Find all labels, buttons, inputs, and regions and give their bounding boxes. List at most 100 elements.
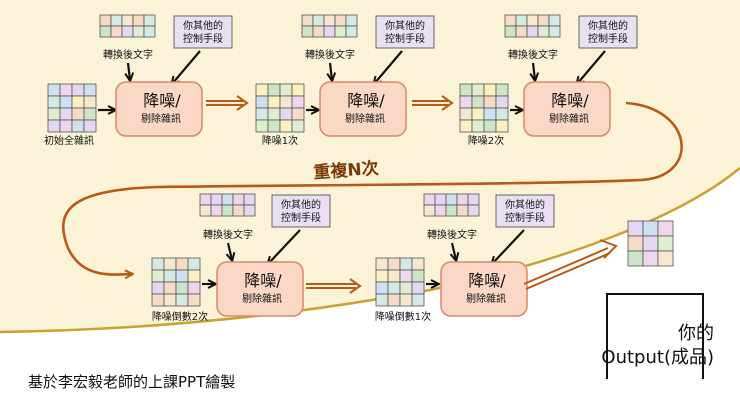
stage2-text-grid-cell xyxy=(334,25,347,38)
stage4-text-grid-cell xyxy=(199,204,212,217)
stage2-text-grid xyxy=(301,14,358,38)
stage5-text-grid xyxy=(423,193,480,217)
stage3-text-grid-cell xyxy=(537,14,550,27)
final-output-grid-cell xyxy=(642,235,659,252)
stage1-text-grid-cell xyxy=(121,25,134,38)
step1-grid-cell xyxy=(267,107,281,121)
step2-grid xyxy=(459,83,509,133)
arrow-final-line-b xyxy=(525,252,611,290)
stage5-denoise-box-title: 降噪/ xyxy=(468,271,506,290)
stage5-arrow-text xyxy=(452,242,456,260)
stage4-text-grid-cell xyxy=(210,193,223,206)
stage4-control-text: 你其他的控制手段 xyxy=(281,198,321,224)
rev1-grid-cell xyxy=(399,257,413,271)
stage4-text-grid-cell xyxy=(221,204,234,217)
step2-grid-cell xyxy=(483,95,497,109)
step2-grid-cell xyxy=(495,119,509,133)
rev1-grid-cell xyxy=(375,281,389,295)
initial-noise-grid-cell xyxy=(59,95,73,109)
rev2-grid-cell xyxy=(151,257,165,271)
stage1-denoise-box-title: 降噪/ xyxy=(143,91,181,110)
initial-noise-grid-cell xyxy=(83,95,97,109)
step1-grid-cell xyxy=(291,95,305,109)
rev1-grid-cell xyxy=(375,269,389,283)
stage4-denoise-box-subtitle: 剔除雜訊 xyxy=(242,292,282,305)
step2-grid-cell xyxy=(483,107,497,121)
step1-grid-cell xyxy=(279,107,293,121)
stage4-text-grid-cell xyxy=(221,193,234,206)
stage3-denoise-box-title: 降噪/ xyxy=(551,91,589,110)
background-wave-edge xyxy=(0,167,740,334)
stage3-text-grid-cell xyxy=(548,14,561,27)
stage4-text-grid-cell xyxy=(243,204,256,217)
stage4-denoise-box xyxy=(216,261,304,317)
stage1-arrow-control xyxy=(172,50,201,84)
initial-noise-grid-cell xyxy=(47,119,61,133)
rev1-grid-cell xyxy=(387,281,401,295)
rev1-grid-cell xyxy=(399,269,413,283)
final-output-grid-cell xyxy=(657,235,674,252)
stage5-text-grid-cell xyxy=(445,193,458,206)
stage3-text-grid-cell xyxy=(515,25,528,38)
stage5-arrow-control xyxy=(492,229,525,264)
rev1-label: 降噪倒數1次 xyxy=(375,310,431,323)
initial-noise-grid-cell xyxy=(59,107,73,121)
stage4-control-box xyxy=(271,194,331,228)
final-output-grid-cell xyxy=(627,235,644,252)
step1-grid-cell xyxy=(255,107,269,121)
repeat-loop-arrow xyxy=(62,101,683,275)
initial-noise-grid-cell xyxy=(71,107,85,121)
arrow-final-line-a xyxy=(523,247,609,285)
step2-label: 降噪2次 xyxy=(468,134,504,147)
stage2-text-grid-cell xyxy=(301,25,314,38)
rev2-grid-cell xyxy=(187,257,201,271)
step2-grid-cell xyxy=(495,83,509,97)
final-output-grid-cell xyxy=(627,220,644,237)
stage5-text-grid-cell xyxy=(445,204,458,217)
rev1-grid-cell xyxy=(399,281,413,295)
stage3-text-grid-cell xyxy=(526,14,539,27)
stage3-text-grid-cell xyxy=(515,14,528,27)
stage5-control-text: 你其他的控制手段 xyxy=(505,198,545,224)
stage2-arrow-text xyxy=(330,62,332,80)
rev1-grid-cell xyxy=(387,269,401,283)
stage5-text-grid-cell xyxy=(423,204,436,217)
step1-grid-cell xyxy=(291,119,305,133)
stage2-text-grid-cell xyxy=(323,25,336,38)
stage2-text-grid-cell xyxy=(312,14,325,27)
step2-grid-cell xyxy=(459,119,473,133)
rev2-grid-cell xyxy=(175,281,189,295)
stage3-control-box xyxy=(578,15,638,49)
rev1-grid-cell xyxy=(375,257,389,271)
step2-grid-cell xyxy=(471,107,485,121)
stage3-control-text: 你其他的控制手段 xyxy=(588,19,628,45)
stage1-text-grid-cell xyxy=(99,25,112,38)
rev2-grid-cell xyxy=(163,281,177,295)
rev2-grid-cell xyxy=(163,257,177,271)
stage4-text-label: 轉換後文字 xyxy=(203,228,253,241)
rev2-grid-cell xyxy=(151,281,165,295)
step2-grid-cell xyxy=(471,83,485,97)
step1-grid-cell xyxy=(255,119,269,133)
stage3-arrow-control xyxy=(577,50,606,84)
stage1-text-label: 轉換後文字 xyxy=(103,48,153,61)
stage2-text-grid-cell xyxy=(323,14,336,27)
stage3-text-grid-cell xyxy=(504,25,517,38)
rev1-grid xyxy=(375,257,425,307)
stage3-denoise-box xyxy=(523,81,611,137)
rev1-grid-cell xyxy=(387,293,401,307)
initial-noise-grid-cell xyxy=(47,107,61,121)
stage3-text-grid-cell xyxy=(548,25,561,38)
rev2-label: 降噪倒數2次 xyxy=(152,310,208,323)
arrow-stage2-out-head xyxy=(441,95,454,111)
step1-grid-cell xyxy=(291,107,305,121)
rev1-grid-cell xyxy=(411,269,425,283)
stage4-arrow-text xyxy=(228,242,232,260)
initial-noise-grid-cell xyxy=(71,95,85,109)
stage1-text-grid-cell xyxy=(143,14,156,27)
step1-grid-cell xyxy=(267,83,281,97)
rev2-grid-cell xyxy=(175,257,189,271)
step1-grid xyxy=(255,83,305,133)
output-line1: 你的 xyxy=(678,323,714,344)
